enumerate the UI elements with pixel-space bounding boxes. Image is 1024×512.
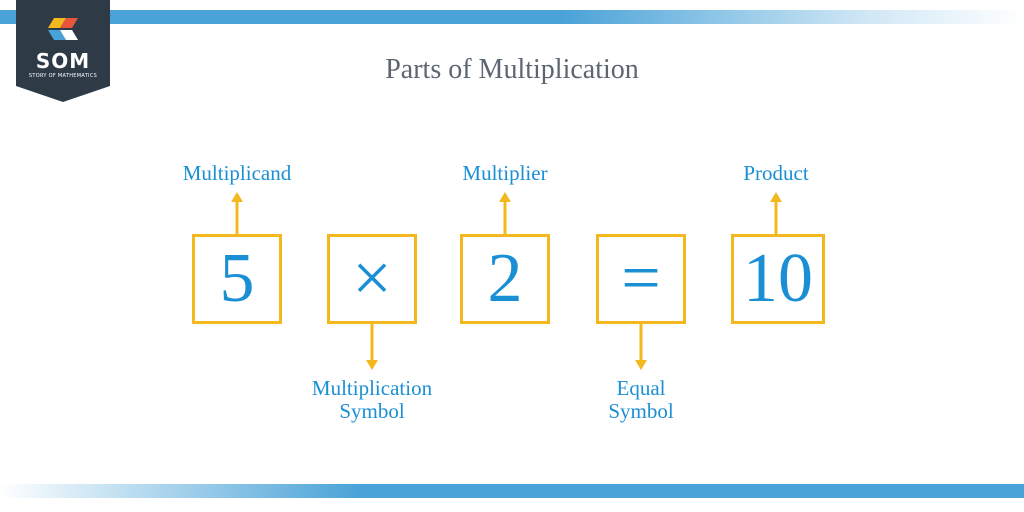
som-logo xyxy=(16,0,110,102)
top-decorative-bar xyxy=(0,10,1024,24)
product-arrowhead xyxy=(770,192,782,202)
equal-symbol-label-line1: Equal xyxy=(616,376,666,400)
logo-emblem-icon xyxy=(48,18,78,40)
equal-symbol-label-line2: Symbol xyxy=(608,399,674,423)
multiplication-symbol-label-line2: Symbol xyxy=(339,399,405,423)
multiplicand-label: Multiplicand xyxy=(182,161,292,185)
logo-text: SOM xyxy=(35,49,91,73)
equal-symbol-arrowhead xyxy=(635,360,647,370)
multiplication-symbol-box: × xyxy=(327,234,417,324)
multiplier-box: 2 xyxy=(460,234,550,324)
product-label: Product xyxy=(743,161,809,185)
equals-box: = xyxy=(596,234,686,324)
multiplier-label: Multiplier xyxy=(462,161,548,185)
logo-subtext: STORY OF MATHEMATICS xyxy=(28,73,98,79)
multiplicand-box: 5 xyxy=(192,234,282,324)
multiplicand-arrowhead xyxy=(231,192,243,202)
multiplication-symbol-label-line1: Multiplication xyxy=(311,376,433,400)
multiplier-arrowhead xyxy=(499,192,511,202)
page-title: Parts of Multiplication xyxy=(385,54,639,85)
bottom-decorative-bar xyxy=(0,484,1024,498)
multiplication-symbol-arrowhead xyxy=(366,360,378,370)
product-box: 10 xyxy=(731,234,825,324)
